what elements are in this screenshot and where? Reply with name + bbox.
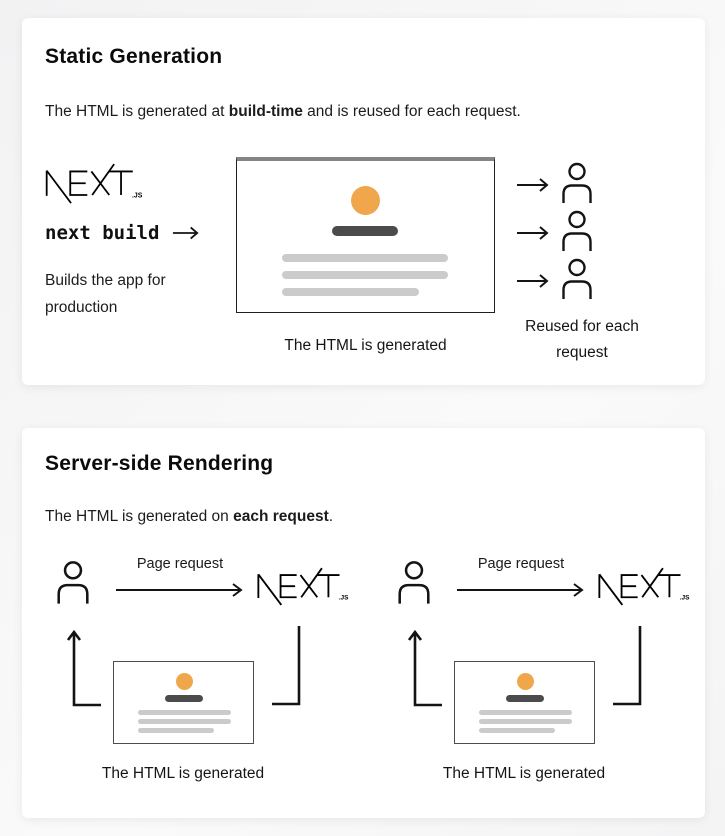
generated-page-mockup <box>113 661 254 744</box>
page-text-line <box>282 271 448 279</box>
build-note-line: production <box>45 299 118 316</box>
arrow-right-icon <box>517 178 549 192</box>
page-title-bar <box>165 695 203 702</box>
arrow-up-elbow-icon <box>407 629 442 707</box>
arrow-right-icon <box>116 583 243 597</box>
page-text-line <box>479 728 555 733</box>
page-text-line <box>479 719 572 724</box>
logo-stroke <box>91 163 115 196</box>
logo-stroke <box>69 170 88 196</box>
description-text: The HTML is generated at <box>45 103 229 120</box>
person-icon <box>57 561 89 604</box>
nextjs-logo: .JS <box>594 562 692 608</box>
ssr-description: The HTML is generated on each request. <box>45 508 333 526</box>
reused-caption-line: request <box>556 344 608 361</box>
person-icon <box>398 561 430 604</box>
logo-stroke <box>109 170 133 195</box>
description-text: and is reused for each request. <box>302 103 521 120</box>
elbow-down-line <box>613 626 642 706</box>
logo-stroke <box>45 170 72 204</box>
build-note: Builds the app for production <box>45 267 166 321</box>
page-title-bar <box>332 226 398 236</box>
arrow-right-icon <box>517 226 549 240</box>
build-note-line: Builds the app for <box>45 272 166 289</box>
ssr-flow-diagram: Page request .JS The HTML is generated <box>22 538 363 818</box>
page-text-line <box>138 728 214 733</box>
reused-caption: Reused for each request <box>477 314 687 366</box>
page-title-bar <box>506 695 544 702</box>
generated-page-mockup <box>236 157 495 313</box>
arrow-right-icon <box>173 226 200 240</box>
page-text-line <box>479 710 572 715</box>
build-command: next build <box>45 222 200 244</box>
reused-caption-line: Reused for each <box>525 318 639 335</box>
logo-js-suffix: .JS <box>132 192 143 199</box>
nextjs-logo: .JS <box>253 562 351 608</box>
generated-page-mockup <box>454 661 595 744</box>
static-generation-title: Static Generation <box>45 45 223 68</box>
logo-js-suffix: .JS <box>680 595 690 602</box>
person-icon <box>562 210 592 251</box>
page-request-label: Page request <box>477 556 565 572</box>
page-request-label: Page request <box>136 556 224 572</box>
arrow-right-icon <box>457 583 584 597</box>
page-text-line <box>282 254 448 262</box>
page-avatar-dot <box>517 673 534 690</box>
mockup-caption: The HTML is generated <box>442 765 606 782</box>
person-icon <box>562 258 592 299</box>
ssr-flow-diagram: Page request .JS The HTML is generated <box>363 538 704 818</box>
elbow-down-line <box>272 626 301 706</box>
page-avatar-dot <box>351 186 380 215</box>
arrow-up-elbow-icon <box>66 629 101 707</box>
mockup-caption: The HTML is generated <box>284 337 447 354</box>
nextjs-logo: .JS <box>41 156 145 208</box>
page-text-line <box>138 710 231 715</box>
static-generation-card: Static Generation The HTML is generated … <box>22 18 705 385</box>
mockup-caption: The HTML is generated <box>101 765 265 782</box>
description-text: . <box>328 508 334 525</box>
description-text: The HTML is generated on <box>45 508 234 525</box>
person-icon <box>562 162 592 203</box>
page-text-line <box>282 288 419 296</box>
page-text-line <box>138 719 231 724</box>
arrow-right-icon <box>517 274 549 288</box>
server-side-rendering-title: Server-side Rendering <box>45 452 274 475</box>
command-text: next build <box>45 222 160 244</box>
page-avatar-dot <box>176 673 193 690</box>
server-side-rendering-card: Server-side Rendering The HTML is genera… <box>22 428 705 818</box>
description-bold: each request <box>233 508 329 525</box>
logo-js-suffix: .JS <box>339 595 349 602</box>
static-generation-description: The HTML is generated at build-time and … <box>45 103 521 121</box>
description-bold: build-time <box>228 103 303 120</box>
